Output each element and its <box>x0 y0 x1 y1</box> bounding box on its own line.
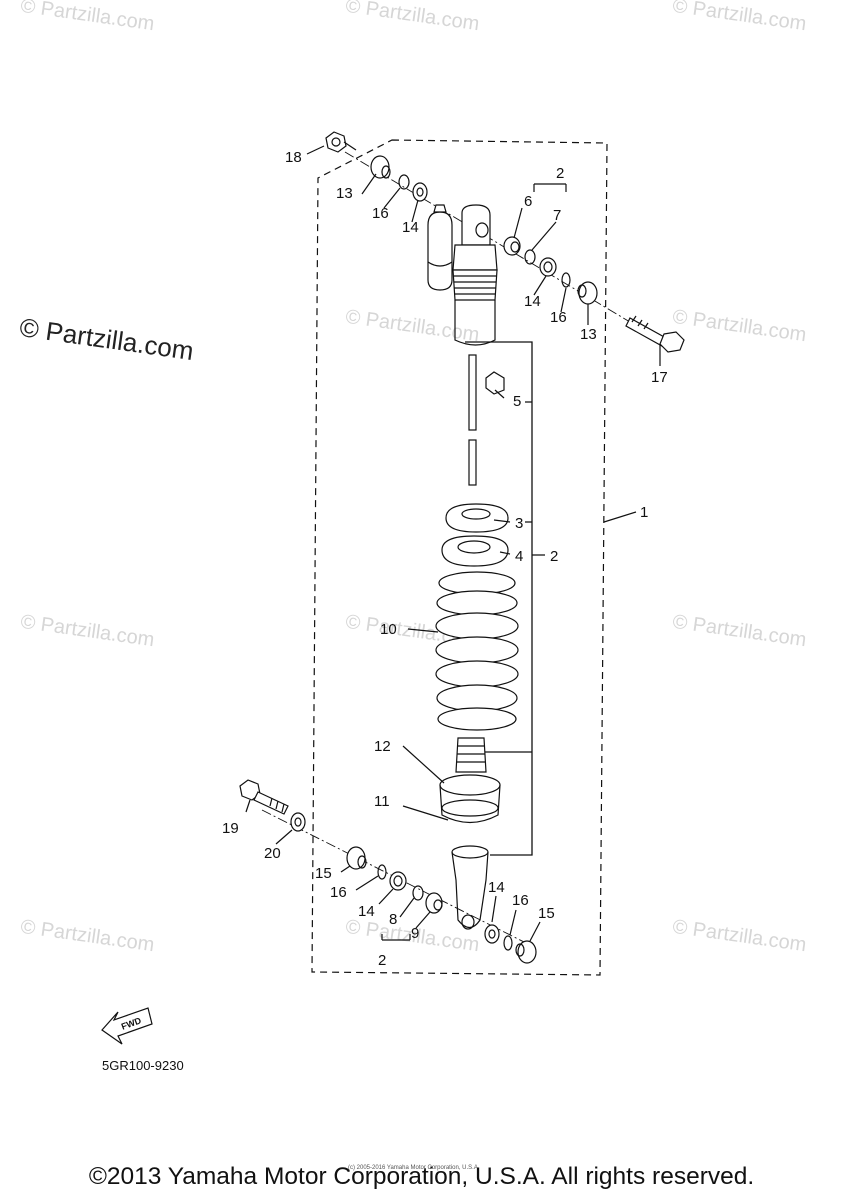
label-2-lower: 2 <box>378 952 386 969</box>
bearing-part-14-upper <box>412 182 428 202</box>
diagram-code: 5GR100-9230 <box>102 1058 184 1073</box>
bolt-part-17 <box>625 315 685 353</box>
circlip-part-16 <box>398 174 410 190</box>
label-5: 5 <box>513 393 521 410</box>
nut-part-18 <box>325 131 357 153</box>
label-14-lower-left: 14 <box>358 903 375 920</box>
label-17: 17 <box>651 369 668 386</box>
bushing-part-6 <box>503 236 521 256</box>
circlip-part-16-right <box>561 272 571 288</box>
collar-part-15-left <box>346 846 367 870</box>
spring-seat-part-11 <box>439 774 501 824</box>
bearing-part-14-right <box>539 257 557 277</box>
label-4: 4 <box>515 548 523 565</box>
label-11: 11 <box>374 793 390 810</box>
label-15-right: 15 <box>538 905 555 922</box>
locknut-part-3 <box>445 503 509 533</box>
circlip-part-16-lower-left <box>377 864 387 880</box>
bolt-part-19 <box>239 779 289 815</box>
tiny-copyright: (c) 2005-2016 Yamaha Motor Corporation, … <box>348 1165 480 1171</box>
collar-part-13-upper <box>370 155 391 179</box>
shock-reservoir <box>427 204 453 291</box>
label-8: 8 <box>389 911 397 928</box>
label-14-upper: 14 <box>402 219 419 236</box>
bump-stop-part-12 <box>455 737 487 773</box>
label-7: 7 <box>553 207 561 224</box>
label-10: 10 <box>380 621 397 638</box>
seal-part-8 <box>412 885 424 901</box>
circlip-part-16-lower-right <box>503 935 513 951</box>
label-13-upper: 13 <box>336 185 353 202</box>
label-16-lower-right: 16 <box>512 892 529 909</box>
label-15-left: 15 <box>315 865 332 882</box>
label-14-right: 14 <box>524 293 541 310</box>
label-12: 12 <box>374 738 391 755</box>
label-20: 20 <box>264 845 281 862</box>
fwd-arrow-icon: FWD <box>101 1007 153 1045</box>
shock-body <box>452 204 498 346</box>
label-1: 1 <box>640 504 648 521</box>
washer-part-20 <box>290 812 306 832</box>
label-13-right: 13 <box>580 326 597 343</box>
spring-part-10 <box>435 571 519 731</box>
label-19: 19 <box>222 820 239 837</box>
label-6: 6 <box>524 193 532 210</box>
label-14-lower-right: 14 <box>488 879 505 896</box>
adjuster-part-4 <box>441 535 509 567</box>
label-2-upper: 2 <box>556 165 564 182</box>
lower-clevis <box>451 845 489 930</box>
bushing-part-9 <box>425 892 443 914</box>
label-3: 3 <box>515 515 523 532</box>
bearing-part-14-lower-left <box>389 871 407 891</box>
bearing-part-14-lower-right <box>484 924 500 944</box>
rod-part-5 <box>468 354 505 486</box>
assembly-boundary <box>311 139 608 976</box>
collar-part-13-right <box>577 281 598 305</box>
label-16-right: 16 <box>550 309 567 326</box>
label-2-right: 2 <box>550 548 558 565</box>
label-9: 9 <box>411 925 419 942</box>
label-16-upper: 16 <box>372 205 389 222</box>
collar-part-15-right <box>515 940 537 964</box>
seal-part-7 <box>524 249 536 265</box>
label-16-lower-left: 16 <box>330 884 347 901</box>
label-18: 18 <box>285 149 302 166</box>
copyright-notice: ©2013 Yamaha Motor Corporation, U.S.A. A… <box>88 1163 755 1190</box>
